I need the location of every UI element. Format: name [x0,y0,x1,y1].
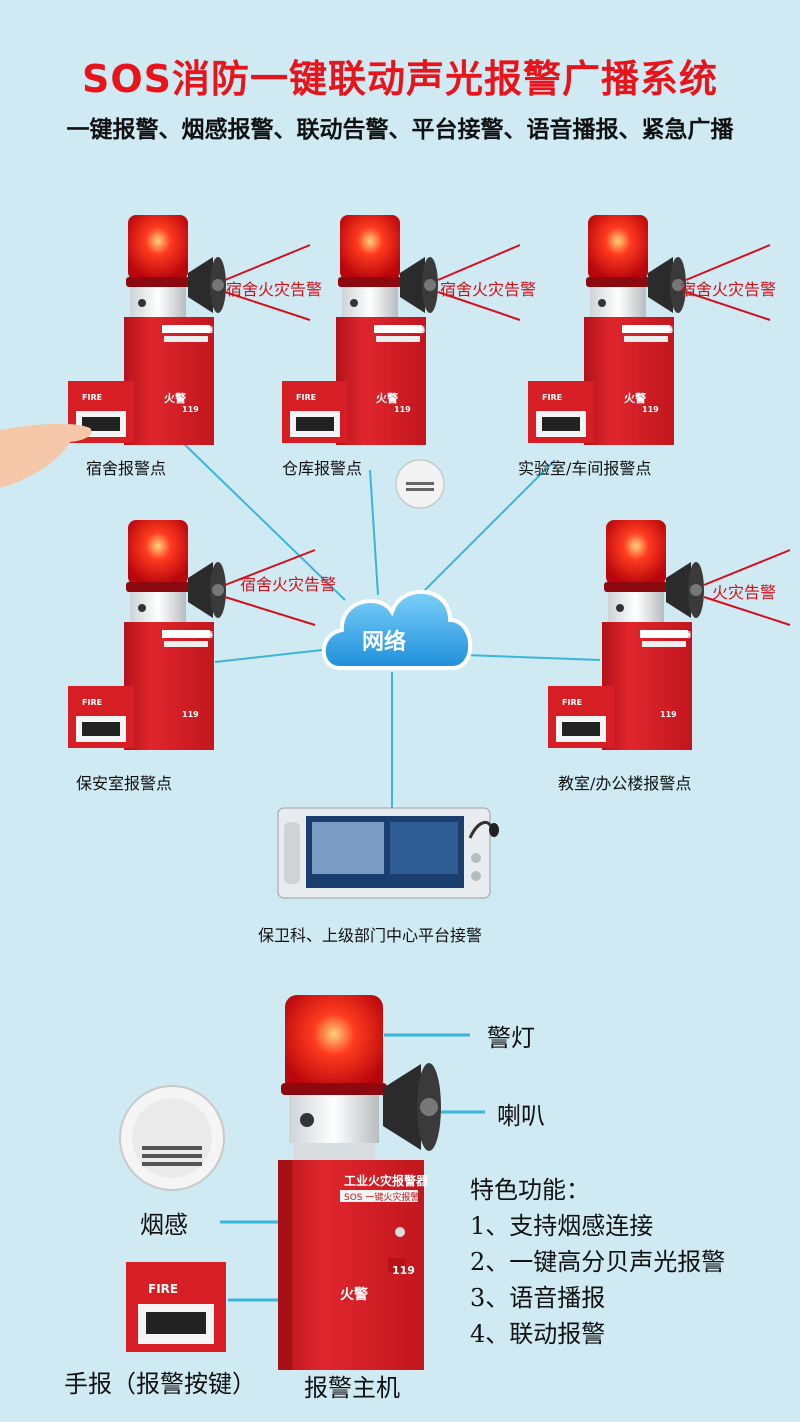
warning-text-dorm: 宿舍火灾告警 [226,280,323,299]
alarm-unit-warehouse: 119 [282,215,521,509]
alarm-host-box: 119 [336,317,426,445]
detail-box-fire: 火警 [340,1287,368,1303]
svg-text:119: 119 [660,710,677,719]
caption-classroom: 教室/办公楼报警点 [558,774,692,793]
feature-item: 4、联动报警 [470,1320,606,1348]
smoke-label: 烟感 [140,1211,188,1239]
detail-horn-speaker [383,1063,441,1151]
svg-text:119: 119 [642,405,659,414]
host-label: 报警主机 [304,1374,400,1402]
callpoint-text-classroom: FIRE [562,698,583,707]
lamp-label: 警灯 [487,1024,535,1052]
warning-text-lab: 宿舍火灾告警 [680,280,777,299]
warning-text-security: 宿舍火灾告警 [240,575,337,594]
warning-text-warehouse: 宿舍火灾告警 [440,280,537,299]
horn-speaker [188,562,226,618]
warning-lamp [586,215,650,331]
warning-lamp [126,215,190,331]
horn-speaker [666,562,704,618]
caption-security: 保安室报警点 [76,774,173,793]
manual-call-point [282,381,348,443]
callpoint-text-warehouse: FIRE [296,393,317,402]
horn-label: 喇叭 [497,1102,545,1130]
line-dorm [179,439,346,601]
box-title-classroom: 工业火灾报警器 [642,631,691,639]
box-title-security: 工业火灾报警器 [164,631,213,639]
caption-dorm: 宿舍报警点 [86,459,167,478]
sound-rays [685,244,771,321]
svg-text:119: 119 [182,405,199,414]
pointing-hand [0,423,92,488]
platform-terminal [277,807,499,899]
manual-call-point [548,686,614,748]
caption-lab: 实验室/车间报警点 [518,459,652,478]
network-label: 网络 [362,630,407,655]
caption-warehouse: 仓库报警点 [282,459,363,478]
detail-manual-call-point [126,1262,226,1352]
alarm-host-box: 119 [124,317,214,445]
warning-lamp [338,215,402,331]
svg-text:119: 119 [182,710,199,719]
line-warehouse [369,469,379,596]
box-fire-lab: 火警 [624,392,646,405]
smoke-detector [395,459,445,509]
feature-item: 1、支持烟感连接 [470,1212,654,1240]
alarm-unit-dorm: 119 [0,215,311,488]
manual-call-point [528,381,594,443]
warning-text-classroom: 火灾告警 [712,583,777,602]
sound-rays [437,244,521,321]
alarm-unit-lab: 119 [528,215,771,445]
alarm-unit-classroom: 119 [548,520,791,750]
sound-rays [703,549,791,626]
feature-item: 2、一键高分贝声光报警 [470,1248,726,1276]
alarm-host-box: 119 [602,622,692,750]
alarm-unit-security: 119 [68,520,316,750]
feature-item: 3、语音播报 [470,1284,606,1312]
detail-box-title: 工业火灾报警器 [344,1174,429,1188]
network-cloud [321,589,473,670]
box-title-warehouse: 工业火灾报警器 [376,326,425,334]
callpoint-text-security: FIRE [82,698,103,707]
line-lab [419,459,556,596]
box-title-lab: 工业火灾报警器 [624,326,673,334]
sound-rays [224,549,316,626]
callpoint-text-lab: FIRE [542,393,563,402]
box-title-dorm: 工业火灾报警器 [164,326,213,334]
button-label: 手报（报警按键） [64,1370,256,1398]
detail-warning-lamp [281,995,387,1161]
alarm-host-box: 119 [124,622,214,750]
warning-lamp [604,520,668,636]
horn-speaker [648,257,686,313]
page-title: SOS消防一键联动声光报警广播系统 [81,57,719,101]
box-fire-dorm: 火警 [164,392,186,405]
detail-box-tag: SOS 一键火灾报警 [344,1193,420,1203]
page-subtitle: 一键报警、烟感报警、联动告警、平台接警、语音播报、紧急广播 [66,117,734,143]
line-security [214,647,341,663]
manual-call-point [68,686,134,748]
svg-text:119: 119 [394,405,411,414]
callpoint-text-dorm: FIRE [82,393,103,402]
detail-alarm-host [278,1160,424,1370]
alarm-host-box: 119 [584,317,674,445]
detail-lines [220,1033,485,1302]
detail-callpoint-text: FIRE [148,1282,179,1296]
detail-box-number: 119 [392,1264,415,1277]
platform-caption: 保卫科、上级部门中心平台接警 [258,926,483,945]
horn-speaker [188,257,226,313]
horn-speaker [400,257,438,313]
warning-lamp [126,520,190,636]
box-fire-warehouse: 火警 [376,392,398,405]
features-title: 特色功能： [470,1176,590,1204]
network-lines [179,439,601,812]
line-classroom [464,654,601,661]
sound-rays [224,244,311,321]
detail-smoke-detector [119,1085,225,1191]
